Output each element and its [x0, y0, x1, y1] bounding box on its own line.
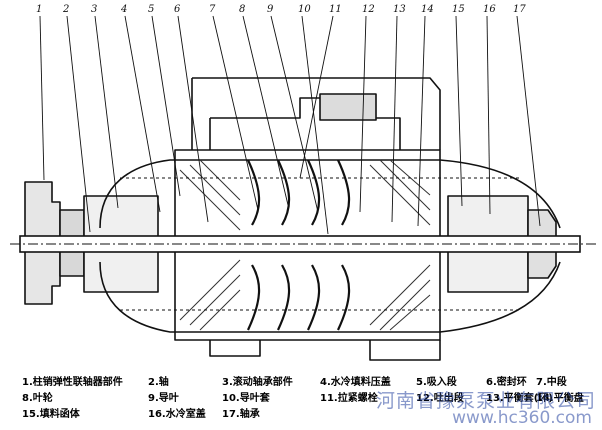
callout-8: 8 — [239, 4, 246, 15]
legend-text: 轴 — [158, 377, 169, 388]
legend-item: 11.拉紧螺栓 — [320, 393, 378, 404]
callout-11: 11 — [329, 4, 342, 15]
legend-number: 7. — [536, 377, 547, 388]
legend-number: 13. — [486, 393, 504, 404]
legend-item: 9.导叶 — [148, 393, 179, 404]
legend-text: 导叶 — [158, 393, 179, 404]
callout-12: 12 — [362, 4, 375, 15]
callout-17: 17 — [513, 4, 526, 15]
legend-number: 16. — [148, 409, 166, 420]
legend-number: 12. — [416, 393, 434, 404]
legend-text: 水冷室盖 — [165, 409, 206, 420]
legend-item: 14.平衡盘 — [536, 393, 584, 404]
legend-item: 13.平衡套(环) — [486, 393, 553, 404]
legend-number: 5. — [416, 377, 427, 388]
legend-number: 6. — [486, 377, 497, 388]
callout-13: 13 — [393, 4, 406, 15]
legend-number: 11. — [320, 393, 338, 404]
legend-text: 密封环 — [496, 377, 527, 388]
legend-text: 滚动轴承部件 — [232, 377, 293, 388]
legend-text: 中段 — [546, 377, 567, 388]
legend-text: 拉紧螺栓 — [337, 393, 378, 404]
legend-text: 叶轮 — [32, 393, 53, 404]
legend-text: 平衡盘 — [553, 393, 584, 404]
legend-item: 5.吸入段 — [416, 377, 457, 388]
legend-number: 15. — [22, 409, 40, 420]
legend-number: 17. — [222, 409, 240, 420]
legend-item: 4.水冷填料压盖 — [320, 377, 391, 388]
legend-item: 16.水冷室盖 — [148, 409, 206, 420]
legend-item: 8.叶轮 — [22, 393, 53, 404]
legend-text: 柱销弹性联轴器部件 — [32, 377, 123, 388]
callout-1: 1 — [36, 4, 43, 15]
legend-text: 水冷填料压盖 — [330, 377, 391, 388]
callout-9: 9 — [267, 4, 274, 15]
legend-number: 10. — [222, 393, 240, 404]
legend-item: 7.中段 — [536, 377, 567, 388]
callout-14: 14 — [421, 4, 434, 15]
legend-number: 1. — [22, 377, 33, 388]
legend-number: 9. — [148, 393, 159, 404]
watermark-url: www.hc360.com — [452, 408, 592, 428]
watermark-company: 河南省豫泵泵业有限公司 — [375, 390, 596, 412]
legend-number: 14. — [536, 393, 554, 404]
legend-item: 17.轴承 — [222, 409, 260, 420]
legend-number: 3. — [222, 377, 233, 388]
callout-10: 10 — [298, 4, 311, 15]
legend-item: 2.轴 — [148, 377, 169, 388]
legend-item: 10.导叶套 — [222, 393, 270, 404]
legend-item: 6.密封环 — [486, 377, 527, 388]
legend-number: 4. — [320, 377, 331, 388]
callout-4: 4 — [121, 4, 128, 15]
callout-5: 5 — [148, 4, 155, 15]
legend-number: 2. — [148, 377, 159, 388]
callout-3: 3 — [91, 4, 98, 15]
callout-6: 6 — [174, 4, 181, 15]
legend-text: 吸入段 — [426, 377, 457, 388]
legend-text: 填料函体 — [39, 409, 80, 420]
callout-2: 2 — [63, 4, 70, 15]
callout-7: 7 — [209, 4, 216, 15]
legend-text: 吐出段 — [433, 393, 464, 404]
callout-15: 15 — [452, 4, 465, 15]
legend-text: 导叶套 — [239, 393, 270, 404]
legend-number: 8. — [22, 393, 33, 404]
legend-item: 12.吐出段 — [416, 393, 464, 404]
legend-item: 3.滚动轴承部件 — [222, 377, 293, 388]
legend-text: 轴承 — [239, 409, 260, 420]
callout-16: 16 — [483, 4, 496, 15]
legend-item: 15.填料函体 — [22, 409, 80, 420]
legend-item: 1.柱销弹性联轴器部件 — [22, 377, 123, 388]
legend-text: 平衡套(环) — [503, 393, 553, 404]
